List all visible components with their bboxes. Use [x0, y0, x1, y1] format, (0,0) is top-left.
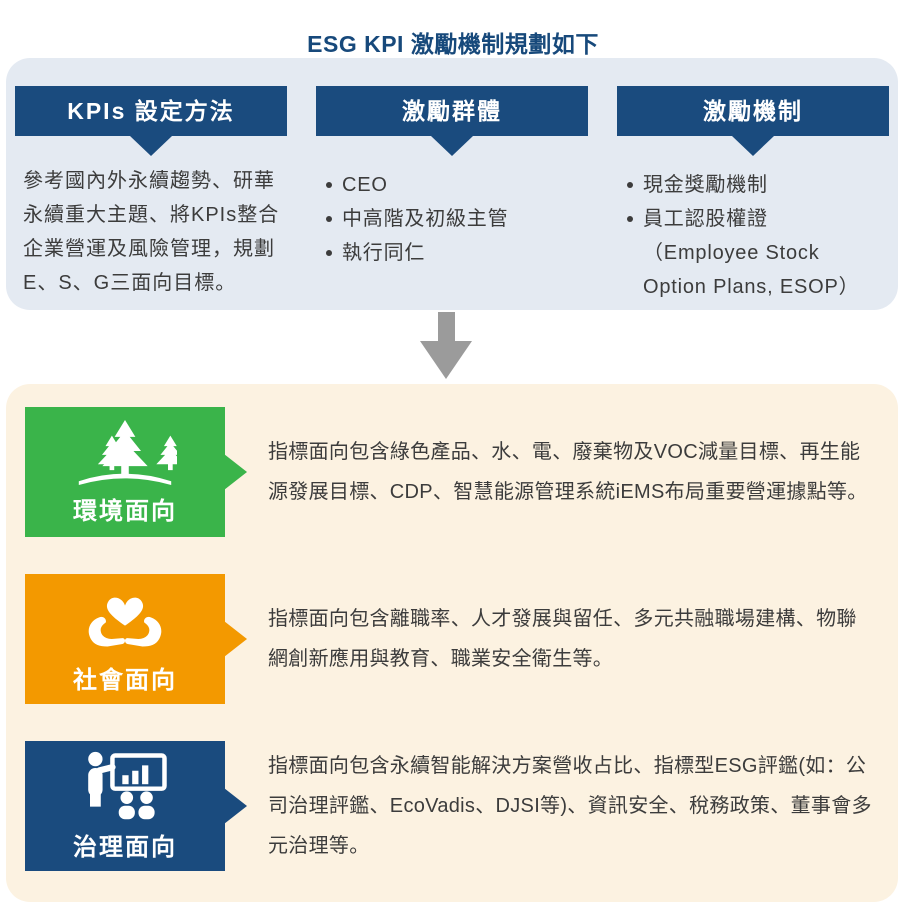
bullet-dot-icon — [326, 216, 332, 222]
badge-environment: 環境面向 — [25, 407, 247, 537]
chevron-right-icon — [224, 788, 247, 824]
notch-down-icon — [130, 136, 172, 156]
incentive-mechanism-list: 現金獎勵機制 員工認股權證（Employee Stock Option Plan… — [617, 168, 889, 304]
column-incentive-group: 激勵群體 CEO 中高階及初級主管 執行同仁 — [316, 86, 588, 310]
list-item: CEO — [326, 168, 588, 202]
hands-heart-icon — [88, 597, 162, 646]
badge-governance: 治理面向 — [25, 741, 247, 871]
notch-down-icon — [732, 136, 774, 156]
chevron-right-icon — [224, 454, 247, 490]
bullet-dot-icon — [326, 250, 332, 256]
bullet-dot-icon — [326, 182, 332, 188]
environment-text: 指標面向包含綠色產品、水、電、廢棄物及VOC減量目標、再生能源發展目標、CDP、… — [268, 441, 868, 503]
badge-label: 治理面向 — [73, 833, 177, 861]
column-incentive-mechanism: 激勵機制 現金獎勵機制 員工認股權證（Employee Stock Option… — [617, 86, 889, 310]
governance-text: 指標面向包含永續智能解決方案營收占比、指標型ESG評鑑(如：公司治理評鑑、Eco… — [268, 755, 872, 857]
bottom-panel: 環境面向 指標面向包含綠色產品、水、電、廢棄物及VOC減量目標、再生能源發展目標… — [6, 384, 898, 902]
row-social: 社會面向 指標面向包含離職率、人才發展與留任、多元共融職場建構、物聯網創新應用與… — [25, 574, 880, 704]
column-header-incentive-mechanism: 激勵機制 — [617, 86, 889, 136]
list-item: 中高階及初級主管 — [326, 202, 588, 236]
notch-down-icon — [431, 136, 473, 156]
top-panel: KPIs 設定方法 參考國內外永續趨勢、研華永續重大主題、將KPIs整合企業營運… — [6, 58, 898, 310]
list-item: 員工認股權證（Employee Stock Option Plans, ESOP… — [627, 202, 889, 304]
column-header-kpi-method: KPIs 設定方法 — [15, 86, 287, 136]
trees-icon — [78, 419, 177, 485]
badge-label: 社會面向 — [73, 666, 177, 694]
bullet-dot-icon — [627, 216, 633, 222]
column-kpi-method: KPIs 設定方法 參考國內外永續趨勢、研華永續重大主題、將KPIs整合企業營運… — [15, 86, 287, 310]
list-item: 現金獎勵機制 — [627, 168, 889, 202]
social-text: 指標面向包含離職率、人才發展與留任、多元共融職場建構、物聯網創新應用與教育、職業… — [268, 608, 857, 670]
row-governance: 治理面向 指標面向包含永續智能解決方案營收占比、指標型ESG評鑑(如：公司治理評… — [25, 741, 880, 871]
incentive-group-list: CEO 中高階及初級主管 執行同仁 — [316, 168, 588, 270]
badge-social: 社會面向 — [25, 574, 247, 704]
column-header-incentive-group: 激勵群體 — [316, 86, 588, 136]
page-title: ESG KPI 激勵機制規劃如下 — [307, 31, 599, 58]
down-arrow-icon — [420, 312, 472, 379]
bullet-dot-icon — [627, 182, 633, 188]
kpi-method-text: 參考國內外永續趨勢、研華永續重大主題、將KPIs整合企業營運及風險管理，規劃E、… — [23, 170, 280, 294]
badge-label: 環境面向 — [73, 497, 177, 525]
presentation-chart-icon — [88, 751, 167, 819]
row-environment: 環境面向 指標面向包含綠色產品、水、電、廢棄物及VOC減量目標、再生能源發展目標… — [25, 407, 880, 537]
chevron-right-icon — [224, 621, 247, 657]
list-item: 執行同仁 — [326, 236, 588, 270]
